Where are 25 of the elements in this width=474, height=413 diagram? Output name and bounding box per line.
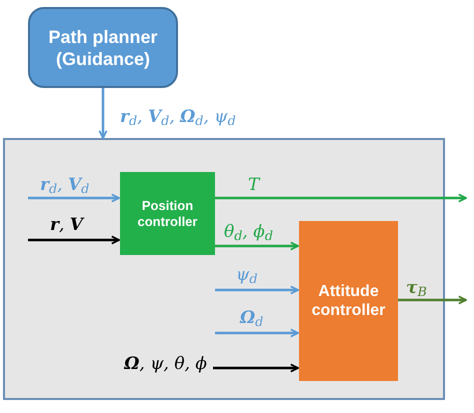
arrow: [215, 194, 467, 202]
arrow: [213, 364, 299, 372]
edge-label: r$_{d}$, V$_{d}$: [40, 175, 90, 195]
edge-label: θ$_{d}$, ϕ$_{d}$: [224, 222, 273, 242]
node-label: Position controller: [136, 198, 198, 230]
node-label: Path planner (Guidance): [47, 26, 159, 70]
arrow: [98, 88, 108, 139]
edge-label: r, V: [50, 215, 83, 235]
edge-label: r$_{d}$, V$_{d}$, Ω$_{d}$, ψ$_{d}$: [120, 107, 236, 127]
arrow: [215, 242, 299, 250]
node-label: Attitude controller: [310, 282, 386, 320]
edge-label: ψ$_{d}$: [236, 265, 258, 285]
arrow: [215, 328, 299, 338]
arrow: [215, 286, 299, 294]
edge-label: Ω$_{d}$: [240, 308, 264, 328]
process-box: [299, 221, 398, 381]
edge-label: Ω, ψ, θ, ϕ: [124, 354, 207, 374]
process-box: [120, 172, 215, 255]
edge-label: τ$_{B}$: [406, 278, 427, 298]
edge-label: T: [248, 175, 260, 195]
arrow: [28, 236, 120, 244]
system-box: [3, 138, 445, 400]
process-box: [28, 7, 178, 88]
arrow: [28, 194, 120, 202]
arrow: [398, 296, 467, 304]
